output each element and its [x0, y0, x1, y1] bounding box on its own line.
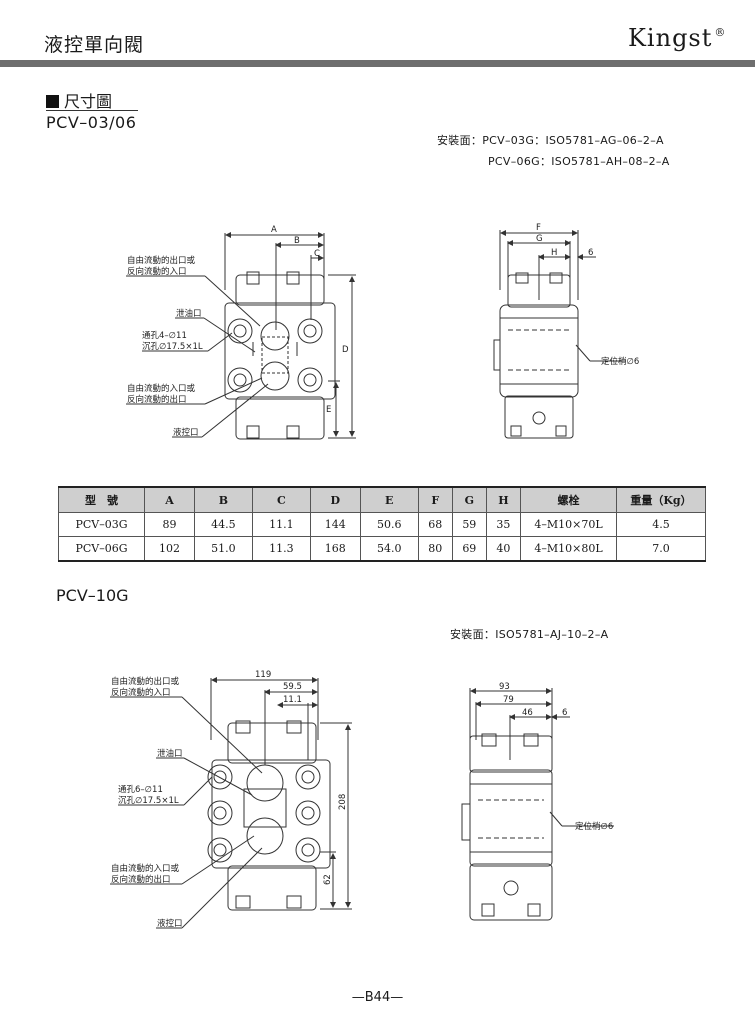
cell-bolt: 4–M10×70L [520, 512, 617, 537]
dim-H: H [551, 248, 557, 258]
drawing-2-front-view [207, 720, 331, 911]
brand-logo: Kingst® [628, 24, 726, 52]
cell-C: 11.3 [251, 536, 311, 562]
cell-weight: 7.0 [616, 536, 706, 562]
col-model: 型 號 [58, 486, 145, 513]
cell-C: 11.1 [251, 512, 311, 537]
cell-A: 102 [144, 536, 195, 562]
square-bullet-icon [46, 95, 59, 108]
label-drain-1: 泄油口 [176, 308, 202, 319]
dim-119: 119 [255, 670, 271, 680]
section-title: 尺寸圖 [46, 88, 112, 112]
dim-6-side-1: 6 [588, 248, 593, 258]
label-free-in-2a: 自由流動的入口或 [111, 863, 180, 874]
cell-H: 35 [485, 512, 522, 537]
dim-62: 62 [323, 874, 333, 885]
cell-F: 80 [417, 536, 453, 562]
drawing-1-leaders [126, 275, 269, 438]
page-title: 液控單向閥 [44, 34, 145, 56]
spec-table: 型 號 A B C D E F G H 螺栓 重量（Kg） PCV–03G 89… [58, 486, 706, 562]
col-bolt: 螺栓 [520, 486, 617, 513]
label-holes-1b: 沉孔∅17.5×1L [142, 342, 203, 352]
dim-F: F [536, 223, 541, 233]
label-drain-2: 泄油口 [157, 748, 183, 759]
dim-46: 46 [522, 708, 533, 718]
col-A: A [144, 486, 195, 513]
page-number: —B44— [351, 990, 404, 1005]
label-pilot-2: 液控口 [157, 918, 183, 929]
dim-93: 93 [499, 682, 510, 692]
drawing-2-leaders [110, 696, 263, 929]
label-free-in-1b: 反向流動的出口 [127, 394, 187, 405]
col-E: E [359, 486, 419, 513]
label-free-out-2a: 自由流動的出口或 [111, 676, 180, 687]
dim-G: G [536, 234, 543, 244]
col-C: C [251, 486, 311, 513]
cell-model: PCV–06G [58, 536, 145, 562]
label-pilot-1: 液控口 [173, 427, 199, 438]
label-free-in-2b: 反向流動的出口 [111, 874, 171, 885]
dim-59-5: 59.5 [283, 682, 302, 692]
model-heading-1: PCV–03/06 [46, 113, 137, 132]
drawing-1-front-view [224, 271, 336, 440]
drawing-1-dimensions [224, 232, 356, 439]
label-free-out-2b: 反向流動的入口 [111, 687, 171, 698]
dim-C: C [314, 249, 320, 259]
drawing-1-side-view [493, 272, 579, 439]
col-D: D [309, 486, 361, 513]
cell-D: 168 [309, 536, 361, 562]
cell-G: 69 [451, 536, 487, 562]
cell-E: 50.6 [359, 512, 419, 537]
cell-weight: 4.5 [616, 512, 706, 537]
section-underline [46, 110, 138, 111]
dim-208: 208 [338, 794, 348, 810]
mounting-spec-03: 安裝面：PCV–03G：ISO5781–AG–06–2–A [437, 134, 664, 147]
drawing-2-side-view [461, 733, 553, 921]
dim-79: 79 [503, 695, 514, 705]
label-holes-2a: 通孔6–∅11 [118, 784, 163, 795]
brand-name: Kingst [628, 24, 713, 52]
table-row: PCV–06G 102 51.0 11.3 168 54.0 80 69 40 … [58, 536, 706, 562]
label-pin-2: 定位梢∅6 [575, 821, 613, 832]
label-free-out-1a: 自由流動的出口或 [127, 255, 196, 266]
col-H: H [485, 486, 522, 513]
table-row: PCV–03G 89 44.5 11.1 144 50.6 68 59 35 4… [58, 512, 706, 537]
dim-A: A [271, 225, 277, 235]
cell-E: 54.0 [359, 536, 419, 562]
label-pin-1: 定位梢∅6 [601, 356, 639, 367]
col-F: F [417, 486, 453, 513]
cell-F: 68 [417, 512, 453, 537]
model-heading-2: PCV–10G [56, 586, 129, 605]
dim-11-1: 11.1 [283, 695, 302, 705]
cell-D: 144 [309, 512, 361, 537]
dim-D: D [342, 345, 349, 355]
label-free-out-1b: 反向流動的入口 [127, 266, 187, 277]
label-holes-2b: 沉孔∅17.5×1L [118, 796, 179, 806]
dim-6-side-2: 6 [562, 708, 567, 718]
cell-A: 89 [144, 512, 195, 537]
mounting-spec-06: PCV–06G：ISO5781–AH–08–2–A [488, 155, 670, 168]
col-weight: 重量（Kg） [616, 486, 706, 513]
cell-H: 40 [485, 536, 522, 562]
mounting-spec-10: 安裝面：ISO5781–AJ–10–2–A [450, 628, 609, 641]
drawing-1-side-dimensions [499, 230, 626, 362]
dim-B: B [294, 236, 300, 246]
table-header-row: 型 號 A B C D E F G H 螺栓 重量（Kg） [58, 486, 706, 513]
dim-E: E [326, 405, 331, 415]
drawing-2-dimensions [210, 677, 352, 910]
header-bar [0, 60, 755, 67]
label-holes-1a: 通孔4–∅11 [142, 330, 187, 341]
cell-G: 59 [451, 512, 487, 537]
col-B: B [193, 486, 253, 513]
drawing-2-side-dimensions [469, 688, 614, 827]
cell-B: 44.5 [193, 512, 253, 537]
cell-bolt: 4–M10×80L [520, 536, 617, 562]
registered-mark: ® [714, 26, 727, 39]
cell-model: PCV–03G [58, 512, 145, 537]
label-free-in-1a: 自由流動的入口或 [127, 383, 196, 394]
col-G: G [451, 486, 487, 513]
cell-B: 51.0 [193, 536, 253, 562]
